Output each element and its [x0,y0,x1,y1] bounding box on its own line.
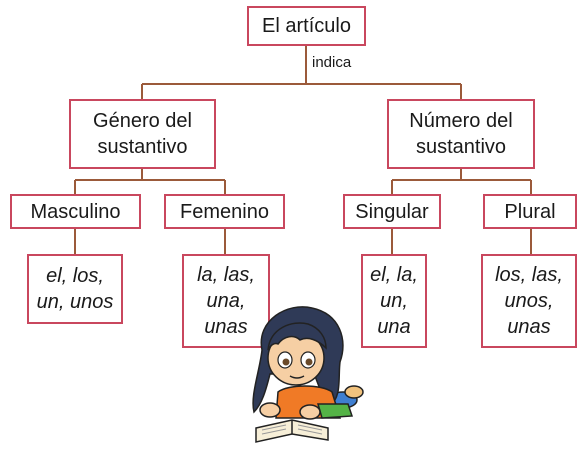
plural-example: los, las, [495,264,563,286]
numero-box: Número del sustantivo [387,99,535,169]
masculino-example: un, unos [36,291,114,313]
femenino-box: Femenino [164,194,285,229]
plural-box: Plural [483,194,577,229]
singular-example: el, la, [370,264,418,286]
plural-example: unos, [504,290,554,312]
singular-examples-box: el, la, un, una [361,254,427,348]
singular-example: una [377,316,411,338]
femenino-examples-box: la, las, una, unas [182,254,270,348]
masculino-box: Masculino [10,194,141,229]
plural-example: unas [507,316,551,338]
masculino-label: Masculino [30,200,121,223]
femenino-example: la, las, [197,264,255,286]
masculino-example: el, los, [46,265,104,287]
connector-label: indica [312,54,352,71]
girl-reading-book-icon [252,306,364,443]
genero-title-line1: Género del [93,110,192,132]
plural-examples-box: los, las, unos, unas [481,254,577,348]
plural-label: Plural [504,200,556,223]
numero-title-line2: sustantivo [415,136,507,158]
singular-label: Singular [355,200,429,223]
femenino-example: una, [206,290,246,312]
root-box: El artículo [247,6,366,46]
numero-title-line1: Número del [409,110,513,132]
root-title: El artículo [262,15,351,37]
masculino-examples-box: el, los, un, unos [27,254,123,324]
femenino-label: Femenino [180,200,269,223]
genero-title-line2: sustantivo [97,136,188,158]
singular-box: Singular [343,194,441,229]
femenino-example: unas [204,316,248,338]
genero-box: Género del sustantivo [69,99,216,169]
singular-example: un, [380,290,408,312]
